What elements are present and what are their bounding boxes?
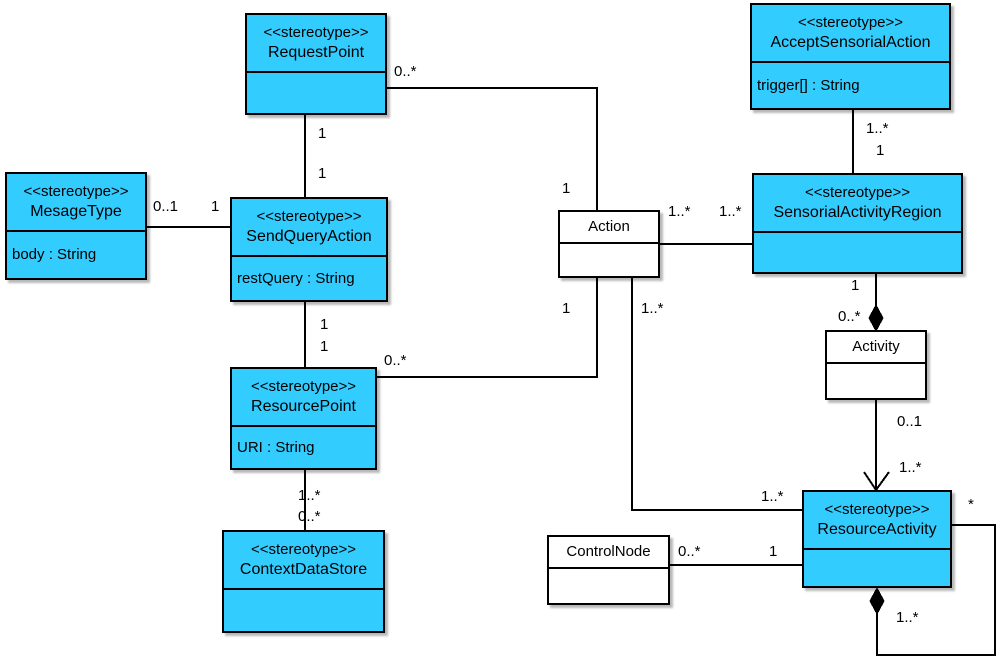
multiplicity-controlnode-end: 0..*: [678, 543, 701, 560]
multiplicity-region-activity-lower: 0..*: [838, 308, 861, 325]
class-box-control-node[interactable]: ControlNode: [547, 535, 670, 605]
class-box-action[interactable]: Action: [558, 210, 660, 278]
class-name-label: ResourcePoint: [251, 397, 356, 415]
composition-diamond-resourceactivity-self: [869, 586, 885, 616]
class-attributes-accept-sensorial-action: trigger[] : String: [752, 63, 949, 108]
multiplicity-sendquery-left-end: 1: [211, 198, 220, 215]
attribute-label: body : String: [12, 246, 97, 263]
class-header-resource-activity: <<stereotype>> ResourceActivity: [804, 492, 950, 550]
open-arrowhead-activity-resourceactivity: [863, 471, 890, 492]
class-header-accept-sensorial-action: <<stereotype>> AcceptSensorialAction: [752, 5, 949, 63]
multiplicity-sendquery-to-resourcepoint: 1: [320, 316, 329, 333]
stereotype-label: <<stereotype>>: [263, 23, 369, 41]
stereotype-label: <<stereotype>>: [797, 13, 904, 31]
attribute-label: restQuery : String: [237, 269, 355, 287]
class-box-context-data-store[interactable]: <<stereotype>> ContextDataStore: [222, 530, 385, 633]
class-body-resource-activity: [804, 550, 950, 586]
class-header-request-point: <<stereotype>> RequestPoint: [247, 15, 385, 73]
class-name-label: AcceptSensorialAction: [770, 33, 931, 51]
multiplicity-action-bottom-left: 1: [562, 300, 571, 317]
class-name-label: RequestPoint: [267, 43, 365, 61]
class-header-sensorial-activity-region: <<stereotype>> SensorialActivityRegion: [754, 175, 961, 233]
multiplicity-resourceactivity-self-one-many: 1..*: [896, 609, 919, 626]
multiplicity-activity-resourceactivity-lower: 1..*: [899, 459, 922, 476]
attribute-label: URI : String: [237, 438, 315, 456]
class-name-label: ContextDataStore: [239, 560, 368, 578]
multiplicity-accept-region-upper: 1..*: [866, 120, 889, 137]
class-header-context-data-store: <<stereotype>> ContextDataStore: [224, 532, 383, 590]
class-attributes-send-query-action: restQuery : String: [232, 257, 386, 300]
class-box-sensorial-activity-region[interactable]: <<stereotype>> SensorialActivityRegion: [752, 173, 963, 274]
attribute-label: trigger[] : String: [757, 76, 860, 94]
class-box-request-point[interactable]: <<stereotype>> RequestPoint: [245, 13, 387, 115]
composition-diamond-region-activity: [868, 303, 884, 333]
class-box-activity[interactable]: Activity: [825, 330, 927, 400]
multiplicity-resourceactivity-self-star: *: [968, 496, 974, 513]
class-body-control-node: [549, 569, 668, 603]
class-name-label: SendQueryAction: [246, 227, 372, 245]
class-header-control-node: ControlNode: [549, 537, 668, 569]
class-header-resource-point: <<stereotype>> ResourcePoint: [232, 369, 375, 427]
multiplicity-resourcepoint-context-lower: 0..*: [298, 508, 321, 525]
multiplicity-resourcepoint-action: 0..*: [384, 352, 407, 369]
class-body-context-data-store: [224, 590, 383, 631]
class-box-resource-activity[interactable]: <<stereotype>> ResourceActivity: [802, 490, 952, 588]
class-name-label: ResourceActivity: [817, 520, 937, 538]
multiplicity-resourcepoint-upper: 1: [320, 338, 329, 355]
multiplicity-sendquery-to-requestpoint: 1: [318, 165, 327, 182]
class-body-action: [560, 244, 658, 276]
class-header-mesage-type: <<stereotype>> MesageType: [7, 174, 145, 232]
class-name-label: SensorialActivityRegion: [773, 203, 942, 221]
class-header-send-query-action: <<stereotype>> SendQueryAction: [232, 199, 386, 257]
class-box-resource-point[interactable]: <<stereotype>> ResourcePoint URI : Strin…: [230, 367, 377, 470]
multiplicity-resourceactivity-controlnode-end: 1: [769, 543, 778, 560]
class-box-mesage-type[interactable]: <<stereotype>> MesageType body : String: [5, 172, 147, 280]
multiplicity-action-top-left: 1: [562, 180, 571, 197]
class-body-activity: [827, 364, 925, 398]
class-header-action: Action: [560, 212, 658, 244]
class-box-send-query-action[interactable]: <<stereotype>> SendQueryAction restQuery…: [230, 197, 388, 302]
class-header-activity: Activity: [827, 332, 925, 364]
multiplicity-accept-region-lower: 1: [876, 142, 885, 159]
multiplicity-action-region-right: 1..*: [719, 203, 742, 220]
class-box-accept-sensorial-action[interactable]: <<stereotype>> AcceptSensorialAction tri…: [750, 3, 951, 110]
stereotype-label: <<stereotype>>: [250, 540, 357, 558]
multiplicity-resourcepoint-context-upper: 1..*: [298, 487, 321, 504]
multiplicity-requestpoint-action: 0..*: [394, 63, 417, 80]
class-name-label: MesageType: [30, 202, 122, 220]
stereotype-label: <<stereotype>>: [804, 183, 911, 201]
class-name-label: ControlNode: [566, 542, 651, 560]
class-body-sensorial-activity-region: [754, 233, 961, 272]
multiplicity-action-region-left: 1..*: [668, 203, 691, 220]
multiplicity-region-activity-upper: 1: [851, 277, 860, 294]
multiplicity-requestpoint-lower: 1: [318, 125, 327, 142]
stereotype-label: <<stereotype>>: [256, 207, 362, 225]
class-name-label: Activity: [852, 337, 900, 355]
multiplicity-action-resourceactivity: 1..*: [761, 488, 784, 505]
multiplicity-activity-resourceactivity-upper: 0..1: [897, 413, 923, 430]
multiplicity-action-bottom-right: 1..*: [641, 300, 664, 317]
line-resourcepoint-action: [377, 278, 598, 378]
class-attributes-resource-point: URI : String: [232, 427, 375, 468]
class-body-request-point: [247, 73, 385, 113]
multiplicity-mesagetype-end: 0..1: [153, 198, 179, 215]
stereotype-label: <<stereotype>>: [250, 377, 357, 395]
stereotype-label: <<stereotype>>: [824, 500, 930, 518]
class-name-label: Action: [588, 217, 630, 235]
class-attributes-mesage-type: body : String: [7, 232, 145, 278]
stereotype-label: <<stereotype>>: [23, 182, 129, 200]
